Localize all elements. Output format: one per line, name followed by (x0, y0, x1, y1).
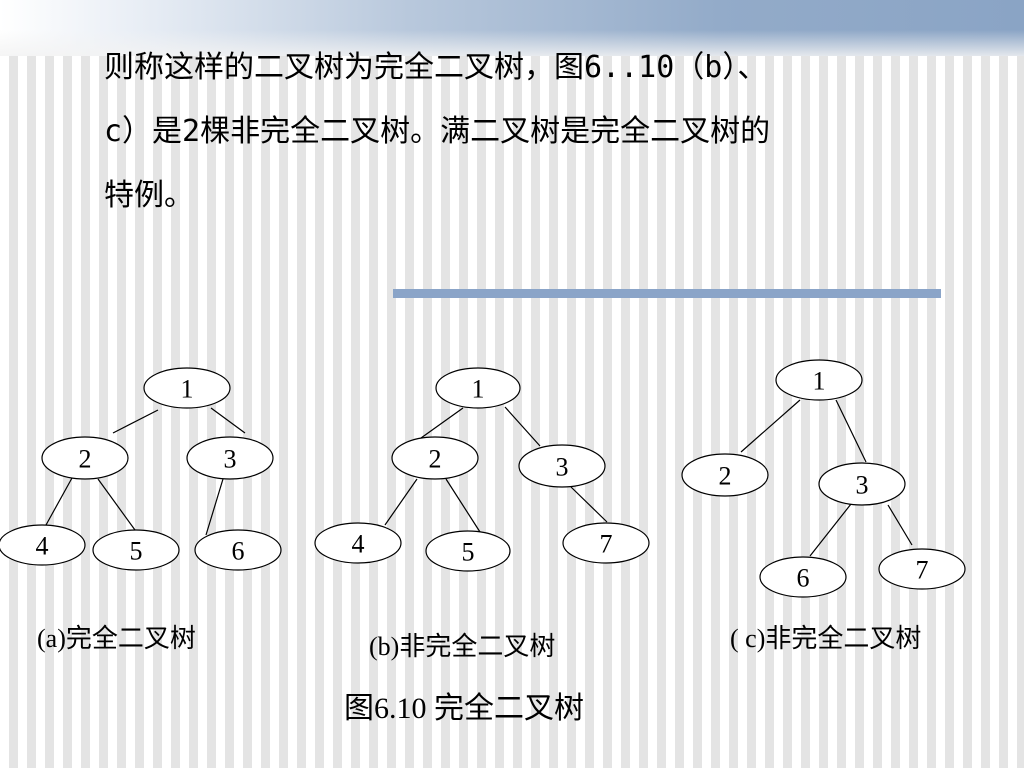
edge-a-3-6 (205, 478, 224, 536)
node-a-1 (143, 367, 231, 409)
node-b-1 (435, 367, 521, 409)
node-labels: 1 2 3 4 5 6 1 2 3 4 5 7 1 2 3 6 7 (36, 367, 929, 593)
edge-a-1-2 (112, 409, 159, 434)
edge-b-2-5 (445, 478, 481, 533)
paragraph-line-1: 则称这样的二叉树为完全二叉树，图6..10（b）、 (104, 50, 768, 85)
node-label: 2 (429, 445, 442, 474)
node-a-6 (194, 529, 282, 571)
caption-tree-b: (b)非完全二叉树 (369, 632, 556, 661)
body-paragraph: 则称这样的二叉树为完全二叉树，图6..10（b）、 c）是2棵非完全二叉树。满二… (104, 36, 994, 228)
node-label: 6 (232, 537, 245, 566)
node-label: 4 (36, 532, 49, 561)
edge-b-2-4 (384, 478, 418, 526)
edge-a-2-5 (97, 478, 136, 531)
paragraph-line-3: 特例。 (104, 178, 194, 213)
tree-edges (45, 399, 913, 557)
edge-c-3-6 (809, 503, 852, 557)
edge-c-1-2 (740, 399, 801, 453)
header-fade (0, 30, 1024, 56)
node-label: 3 (224, 445, 237, 474)
node-label: 4 (352, 530, 365, 559)
caption-tree-c: ( c)非完全二叉树 (730, 624, 922, 653)
node-label: 7 (600, 530, 613, 559)
edge-a-2-4 (45, 477, 73, 526)
node-a-5 (92, 529, 180, 571)
node-a-2 (41, 436, 129, 480)
edge-c-3-7 (887, 504, 913, 546)
node-c-7 (878, 548, 966, 590)
node-c-3 (818, 462, 906, 506)
node-label: 6 (797, 564, 810, 593)
node-b-5 (425, 530, 511, 572)
edge-b-1-3 (504, 406, 541, 447)
node-label: 1 (813, 367, 826, 396)
edge-a-1-3 (210, 407, 246, 434)
edge-b-3-7 (570, 486, 608, 523)
node-b-3 (518, 444, 606, 488)
tree-nodes (0, 359, 966, 598)
edge-c-1-3 (835, 399, 867, 463)
node-c-1 (775, 359, 863, 401)
node-label: 5 (462, 538, 475, 567)
node-label: 2 (79, 445, 92, 474)
caption-tree-a: (a)完全二叉树 (37, 624, 196, 653)
node-a-4 (0, 524, 86, 566)
node-c-2 (681, 453, 769, 497)
node-label: 5 (130, 537, 143, 566)
node-label: 3 (556, 453, 569, 482)
node-label: 2 (719, 462, 732, 491)
accent-rule (393, 289, 941, 298)
node-label: 1 (472, 375, 485, 404)
node-label: 1 (181, 375, 194, 404)
node-label: 3 (856, 471, 869, 500)
node-b-7 (562, 522, 650, 564)
node-c-6 (759, 556, 847, 598)
node-a-3 (186, 436, 274, 480)
node-label: 7 (916, 556, 929, 585)
figure-caption: 图6.10 完全二叉树 (344, 692, 584, 725)
paragraph-line-2: c）是2棵非完全二叉树。满二叉树是完全二叉树的 (104, 114, 771, 149)
node-b-4 (314, 522, 402, 564)
node-b-2 (391, 436, 479, 480)
edge-b-1-2 (420, 407, 464, 439)
